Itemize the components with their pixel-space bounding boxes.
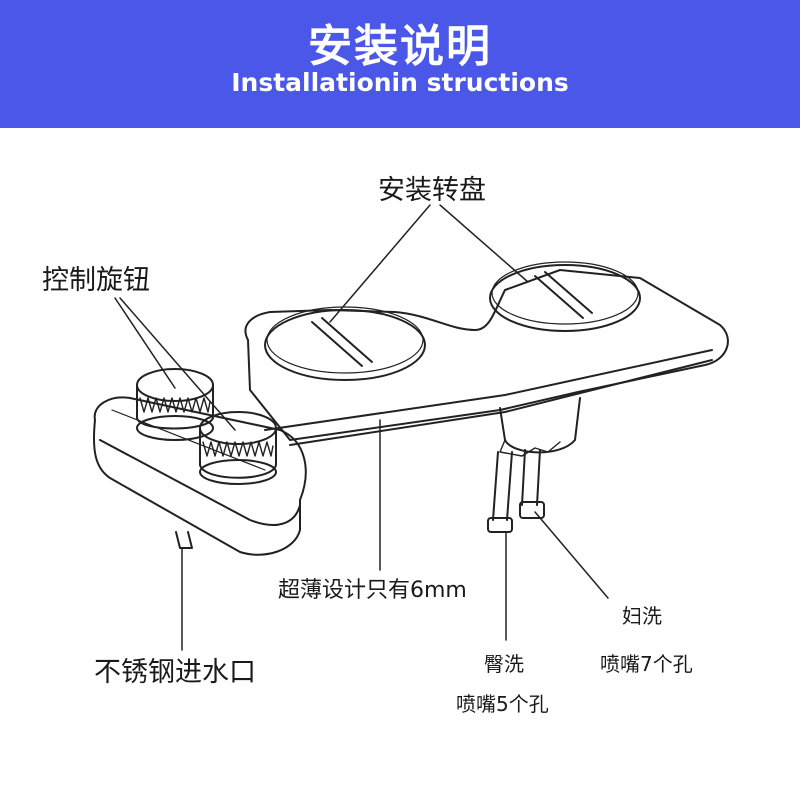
rear-nozzle-tip [487,517,513,533]
label-rear-wash: 臀洗 [484,652,524,676]
leader-dial-left [329,204,431,323]
plate-edge [264,349,713,431]
label-control-knob: 控制旋钮 [42,265,150,296]
nozzle-housing [499,397,581,454]
label-inlet: 不锈钢进水口 [94,657,256,688]
control-knob-left [136,368,214,441]
label-rear-wash-holes: 喷嘴5个孔 [456,692,549,716]
label-thin-design: 超薄设计只有6mm [278,578,467,603]
header-banner: 安装说明 Installationin structions [0,0,800,128]
water-inlet [175,531,193,549]
page-subtitle: Installationin structions [231,68,569,97]
mounting-plate [244,269,729,441]
label-feminine-wash-holes: 喷嘴7个孔 [600,652,693,676]
control-knob-right [199,411,277,485]
page-title: 安装说明 [308,21,492,72]
leader-dial-right [439,204,529,283]
feminine-nozzle-tip [519,501,545,519]
leader-knob-right [119,297,236,431]
mount-dial-left [264,309,426,381]
mount-dial-right [489,264,641,332]
label-mount-dial: 安装转盘 [378,175,486,206]
leader-knob-left [114,297,176,389]
plate-underside [289,359,713,446]
nozzle-rods [487,449,545,533]
leader-feminine [534,511,609,599]
control-housing [92,396,307,556]
label-feminine-wash: 妇洗 [622,604,662,628]
